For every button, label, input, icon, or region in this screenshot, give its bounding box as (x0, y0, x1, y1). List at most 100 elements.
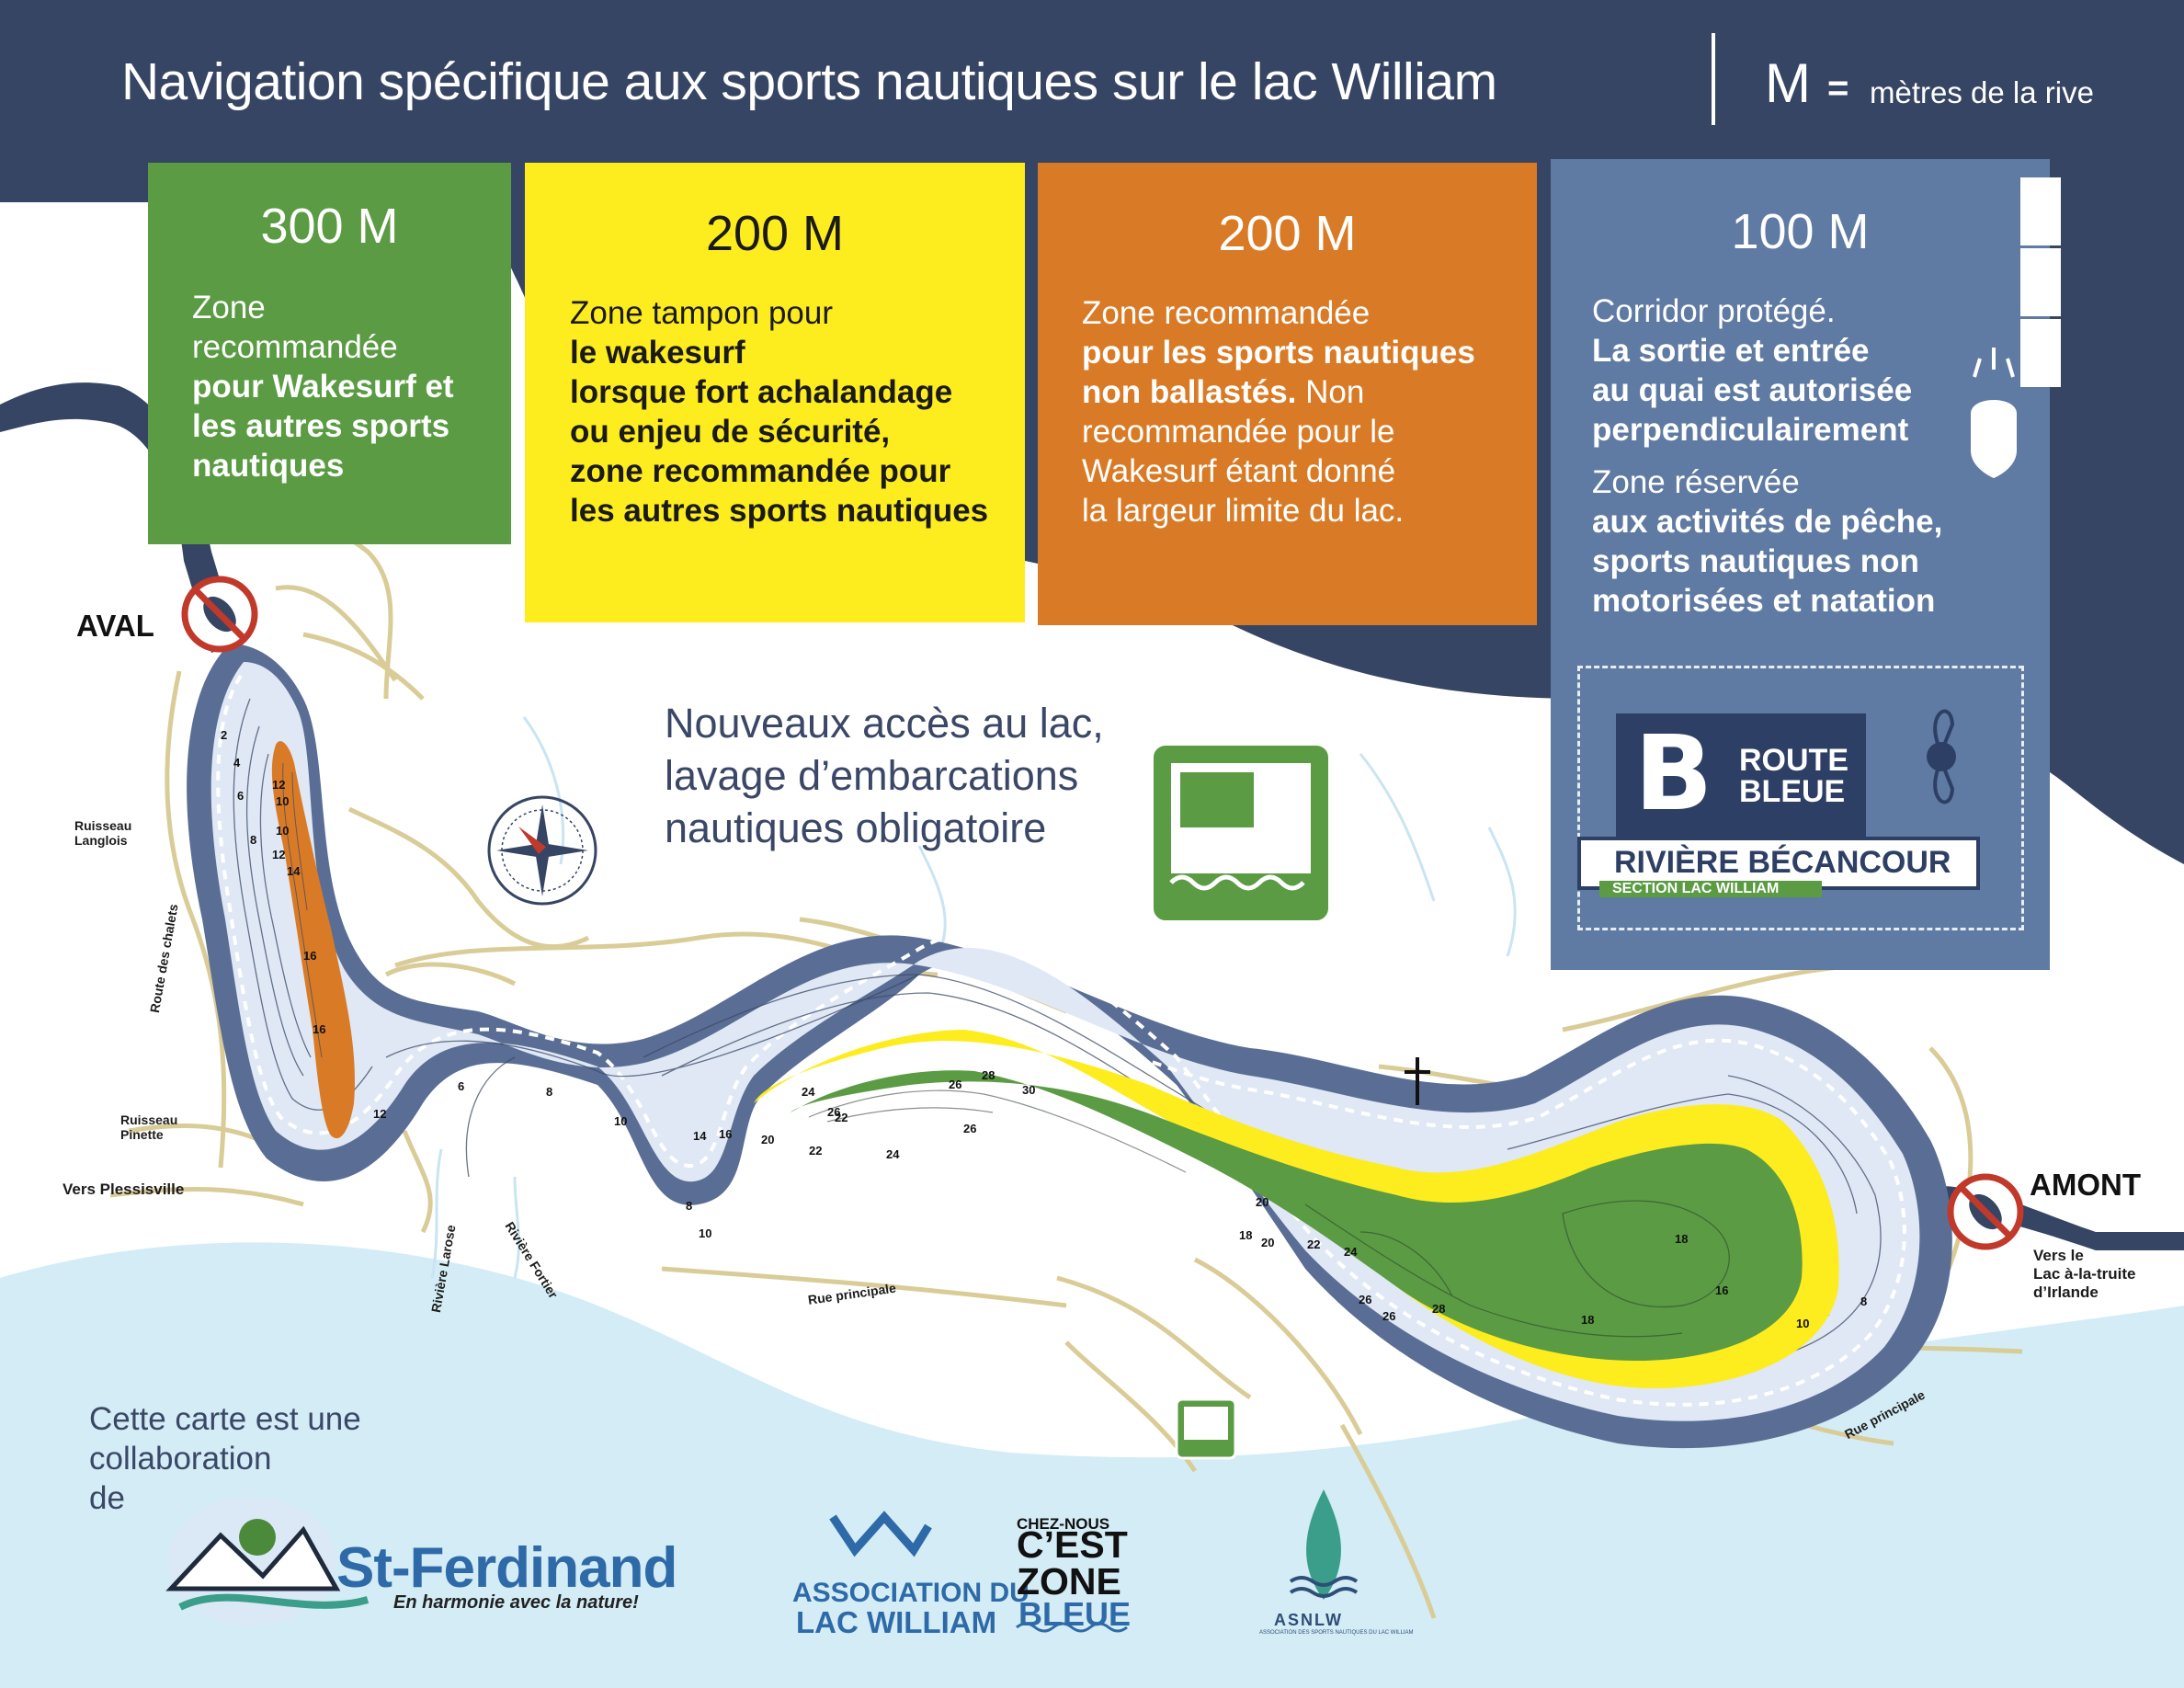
depth-label: 6 (237, 789, 245, 803)
czb-waves (1016, 1622, 1128, 1633)
zone-card-200m-nonballast: 200 M Zone recommandée pour les sports n… (1038, 163, 1537, 625)
zone-200m-nonballast (271, 741, 355, 1139)
zone-distance: 300 M (260, 199, 399, 254)
depth-label: 20 (1261, 1236, 1275, 1249)
depth-label: 26 (827, 1105, 841, 1119)
depth-label: 24 (886, 1147, 900, 1161)
depth-label: 12 (272, 778, 286, 792)
depth-label: 16 (1715, 1283, 1729, 1297)
depth-label: 16 (719, 1127, 733, 1141)
label-vers-lac-truite: Vers le Lac à-la-truite d’Irlande (2033, 1247, 2136, 1301)
czb-logo-line2: C’EST (1017, 1523, 1128, 1566)
label-aval: AVAL (76, 609, 154, 643)
green-contours (808, 1089, 1730, 1338)
depth-label: 10 (1796, 1317, 1810, 1330)
collaboration-text: Cette carte est une collaboration de (89, 1401, 361, 1516)
zone-distance: 200 M (705, 206, 845, 261)
zone-card-200m-buffer: 200 M Zone tampon pour le wakesurf lorsq… (525, 163, 1025, 622)
zone-distance: 100 M (1731, 204, 1870, 259)
st-ferdinand-logo-mark (165, 1497, 370, 1625)
no-motor-sign-amont (1947, 1173, 2024, 1250)
depth-label: 12 (373, 1107, 387, 1121)
depth-label: 28 (1432, 1302, 1446, 1316)
depth-label: 18 (1581, 1313, 1595, 1327)
zone-distance: 200 M (1218, 206, 1357, 261)
zone-description: Zone recommandée pour Wakesurf et les au… (192, 290, 454, 484)
st-ferdinand-slogan: En harmonie avec la nature! (393, 1592, 639, 1613)
czb-logo-line3: ZONE (1017, 1560, 1121, 1602)
depth-label: 10 (614, 1114, 628, 1128)
bottom-water (0, 1242, 2184, 1688)
route-bleue-letter: B (1634, 714, 1713, 834)
depth-label: 22 (1307, 1237, 1321, 1251)
legend-tab (2020, 248, 2061, 316)
association-logo-mark (829, 1511, 932, 1557)
new-access-notice: Nouveaux accès au lac, lavage d’embarcat… (665, 700, 1104, 851)
legend-equals: = (1827, 68, 1849, 108)
depth-label: 24 (1344, 1245, 1358, 1259)
church-cross (1405, 1057, 1430, 1105)
depth-label: 24 (802, 1085, 815, 1099)
depth-label: 6 (458, 1079, 465, 1093)
depth-label: 22 (809, 1144, 823, 1158)
depth-label: 14 (693, 1129, 707, 1143)
depth-label: 8 (1860, 1295, 1868, 1308)
route-bleue-card (1577, 666, 2024, 930)
zone-description: Zone tampon pour le wakesurf lorsque for… (570, 295, 989, 529)
depth-label: 10 (699, 1226, 712, 1240)
depth-label: 8 (250, 833, 257, 847)
orange-contours (282, 762, 323, 1058)
depth-label: 16 (313, 1022, 326, 1036)
depth-label: 12 (272, 848, 286, 861)
depth-label: 26 (949, 1078, 962, 1091)
route-bleue-line1: ROUTE (1739, 743, 1848, 778)
zone-300m-wakesurf (791, 1070, 1803, 1361)
asnlw-logo: ASNLW (1274, 1611, 1343, 1629)
depth-label: 10 (276, 794, 290, 808)
page-title: Navigation spécifique aux sports nautiqu… (121, 52, 1497, 111)
depth-label: 26 (1382, 1309, 1396, 1323)
depth-label: 20 (761, 1133, 775, 1146)
depth-label: 18 (1675, 1232, 1689, 1246)
depth-label: 18 (1239, 1228, 1253, 1242)
route-bleue-line2: BLEUE (1739, 774, 1846, 809)
legend-tab (2020, 177, 2061, 245)
legend-text: mètres de la rive (1870, 75, 2094, 109)
boat-perpendicular-icon (1971, 348, 2017, 478)
zone-card-100m-corridor: 100 M Corridor protégé. La sortie et ent… (1551, 159, 2050, 970)
depth-label: 4 (233, 756, 241, 770)
boat-wash-icon-small (1175, 1397, 1237, 1460)
depth-label: 26 (963, 1122, 977, 1135)
st-ferdinand-logo: St-Ferdinand (336, 1536, 677, 1600)
route-bleue-section: SECTION LAC WILLIAM (1599, 881, 1822, 897)
propeller-icon (1927, 709, 1956, 804)
zone-description: Zone recommandée pour les sports nautiqu… (1082, 295, 1475, 529)
depth-label: 16 (303, 949, 317, 963)
depth-label: 20 (1256, 1195, 1269, 1209)
czb-logo-line4: BLEUE (1018, 1595, 1132, 1633)
depth-label: 28 (982, 1068, 995, 1082)
association-logo-line2: LAC WILLIAM (796, 1605, 997, 1639)
legend-symbol: M (1765, 52, 1811, 114)
depth-label: 8 (686, 1199, 693, 1213)
legend-tab (2020, 319, 2061, 387)
boat-wash-icon-large (1148, 740, 1334, 926)
asnlw-logo-sub: ASSOCIATION DES SPORTS NAUTIQUES DU LAC … (1259, 1630, 1414, 1636)
zone-description: Corridor protégé. La sortie et entrée au… (1592, 293, 1943, 619)
depth-label: 10 (276, 824, 290, 838)
depth-label: 22 (835, 1111, 848, 1124)
czb-logo-line1: CHEZ-NOUS (1017, 1515, 1110, 1533)
asnlw-logo-mark (1289, 1489, 1359, 1600)
compass-rose (487, 795, 597, 906)
depth-label: 2 (221, 728, 228, 742)
route-bleue-logo (1616, 713, 1866, 837)
depth-label: 14 (287, 864, 301, 878)
association-logo-line1: ASSOCIATION DU (792, 1578, 1029, 1608)
depth-label: 30 (1022, 1083, 1036, 1097)
no-motor-sign-aval (181, 576, 258, 653)
label-amont: AMONT (2030, 1168, 2141, 1202)
header-divider (1712, 33, 1715, 125)
streams (430, 716, 1517, 1279)
